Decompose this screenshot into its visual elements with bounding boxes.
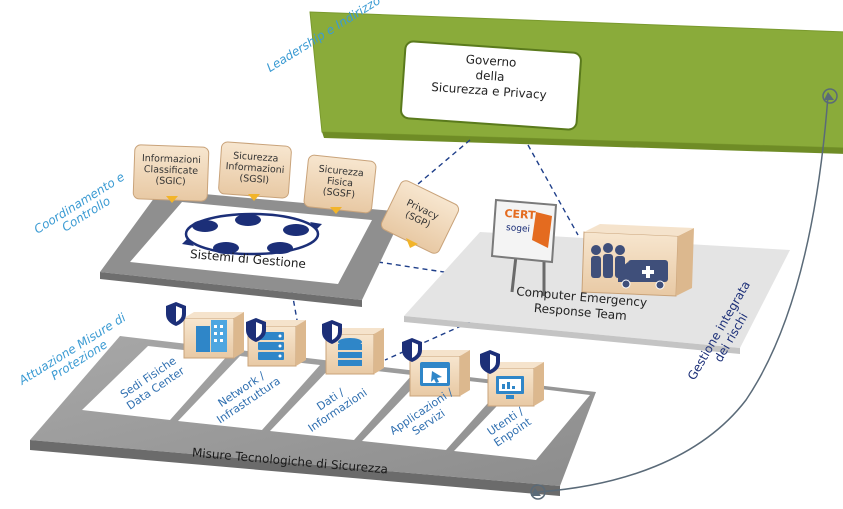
measures-platform-edge: [30, 440, 560, 496]
tile-sgsi-label: Sicurezza Informazioni (SGSI): [225, 150, 285, 186]
column-sedi: [82, 346, 228, 420]
database-icon: [338, 338, 362, 366]
column-crates: [183, 312, 544, 407]
measures-columns: [82, 346, 590, 460]
cert-sign: [490, 198, 558, 296]
tile-sgsf-marker: [330, 207, 342, 214]
management-tiles: [132, 141, 460, 254]
governance-layer-edge: [322, 132, 843, 154]
shield-icon: [402, 338, 422, 362]
tile-sgic-label: Informazioni Classificate (SGIC): [141, 152, 202, 188]
browser-icon: [420, 362, 450, 386]
ambulance-icon: [618, 260, 668, 290]
server-icon: [258, 332, 284, 360]
risk-curve-arrow-top: [824, 92, 834, 100]
tile-sgsi-marker: [248, 194, 260, 201]
governance-box: [400, 40, 582, 131]
shield-icon: [246, 318, 266, 342]
management-platform-edge: [100, 272, 362, 307]
crate-utenti: [487, 362, 544, 407]
computer-icon: [496, 376, 524, 399]
tile-sgic-marker: [166, 196, 178, 203]
risk-curve: [530, 88, 838, 500]
team-icon: [591, 243, 625, 278]
shield-icons: [166, 302, 500, 374]
risk-curve-arrow-bottom: [531, 488, 541, 496]
column-network: [178, 356, 320, 430]
cycle-icon: [182, 212, 322, 256]
tile-sgp-marker: [406, 238, 418, 248]
column-dati: [270, 366, 412, 440]
shield-icon: [166, 302, 186, 326]
building-icon: [196, 320, 227, 352]
column-applicazioni: [362, 376, 504, 450]
cert-sign-title: CERT: [504, 206, 536, 223]
column-utenti: [454, 386, 590, 460]
cert-platform-edge: [404, 316, 740, 354]
shield-icon: [480, 350, 500, 374]
tile-sgsf-label: Sicurezza Fisica (SGSF): [318, 163, 365, 201]
shield-icon: [322, 320, 342, 344]
